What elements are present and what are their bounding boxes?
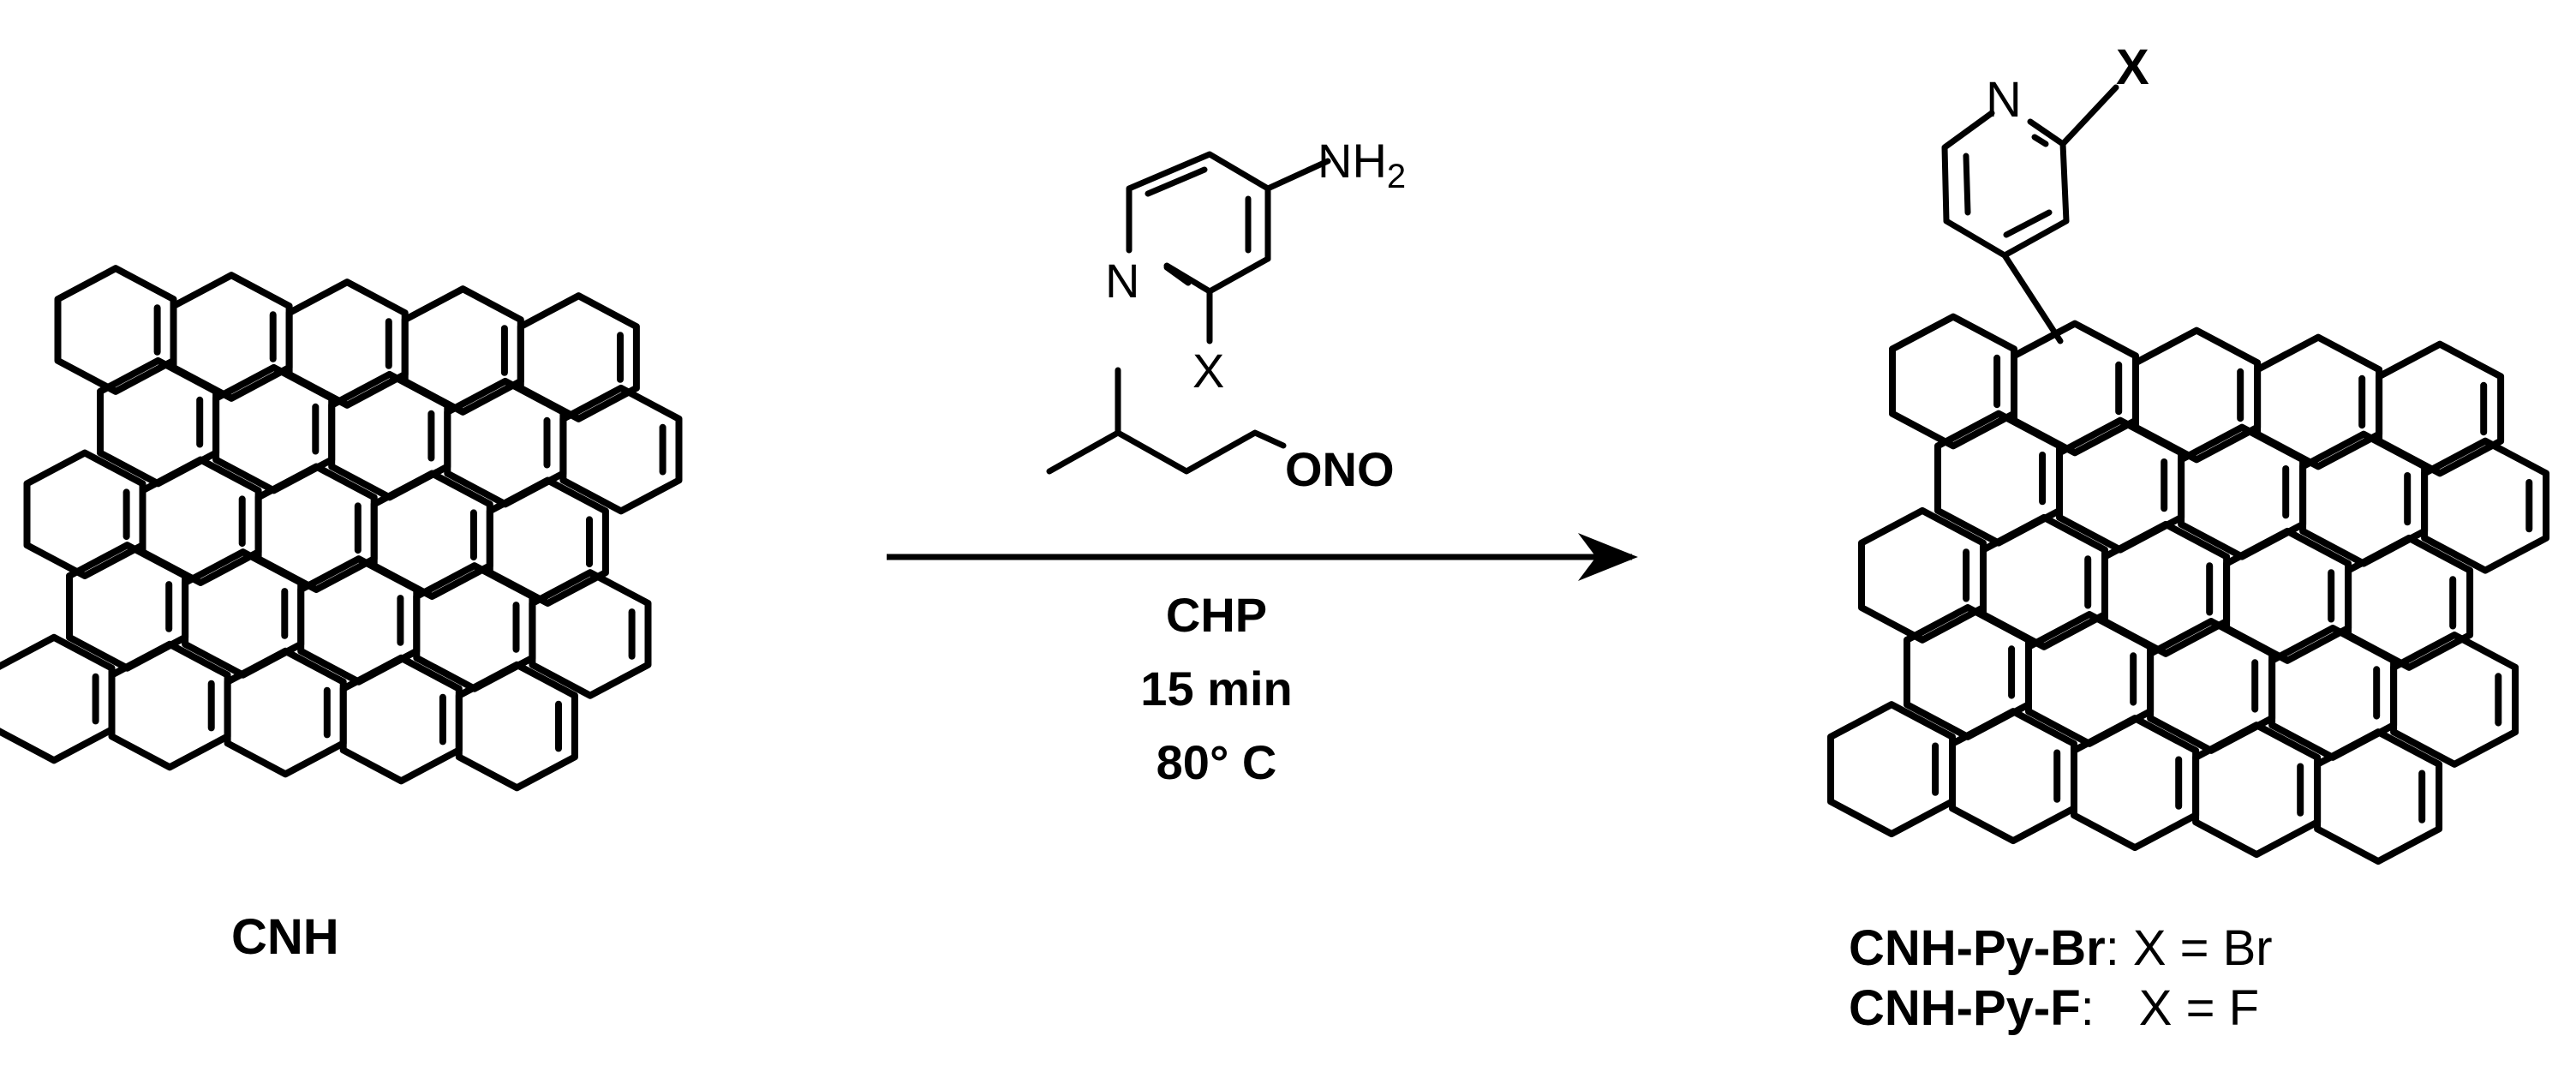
product-name-fluoro: CNH-Py-F — [1849, 980, 2081, 1036]
reagent-substituent-x: X — [1192, 344, 1225, 398]
lattice-hexagon — [559, 384, 683, 515]
reagent-ring-nitrogen: N — [1105, 254, 1140, 308]
functionalized-nanohorn-structure — [1827, 313, 2550, 865]
condition-solvent: CHP — [1165, 588, 1268, 642]
reagent-amine-group: NH2 — [1318, 134, 1407, 195]
product-ring-nitrogen: N — [1986, 72, 2022, 128]
product-name-bromo: CNH-Py-Br — [1849, 920, 2106, 976]
aminopyridine-reagent — [1126, 151, 1331, 344]
product-sep-bromo: : — [2105, 920, 2119, 976]
condition-time: 15 min — [1140, 662, 1293, 716]
product-sep-fluoro: : — [2080, 980, 2095, 1036]
lattice-hexagon — [2314, 728, 2443, 865]
product-eq-bromo: X = Br — [2132, 920, 2273, 976]
product-label-bromo: CNH-Py-Br:X = Br — [1849, 924, 2273, 973]
reagent-amine-subscript: 2 — [1386, 158, 1407, 195]
carbon-nanohorn-structure — [0, 265, 683, 792]
product-eq-fluoro: X = F — [2138, 980, 2260, 1036]
product-label-fluoro: CNH-Py-F:X = F — [1849, 984, 2259, 1033]
condition-temperature: 80° C — [1156, 735, 1277, 789]
reactant-label: CNH — [231, 909, 339, 965]
lattice-hexagon — [2390, 632, 2519, 768]
lattice-hexagon — [529, 569, 652, 699]
reagent-amine-text: NH — [1318, 134, 1387, 188]
nitrite-label: ONO — [1285, 442, 1395, 496]
isoamyl-nitrite-reagent — [1046, 367, 1287, 475]
lattice-hexagon — [2421, 437, 2550, 574]
product-substituent-x: X — [2116, 39, 2149, 95]
lattice-hexagon — [455, 661, 578, 792]
pyridyl-substituent — [1941, 84, 2119, 344]
